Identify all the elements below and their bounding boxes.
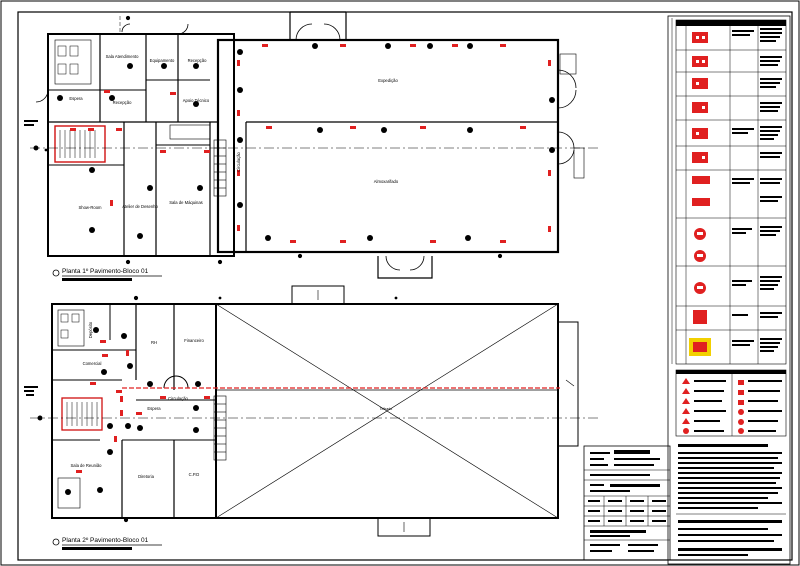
floor2-plan: [30, 285, 600, 537]
room-label: Show-Room: [78, 205, 102, 210]
room-label: Atelier de Desenho: [122, 204, 158, 209]
floor1-room-labels: Sala Atendimento Equipamento Recepção Es…: [69, 54, 399, 210]
room-label: Comercial: [83, 361, 102, 366]
floor1-warehouse-wall: [216, 38, 560, 254]
room-label: Circulação: [168, 396, 188, 401]
floor1-plan: [30, 11, 600, 279]
room-label: Almoxarifado: [374, 179, 399, 184]
floor1-safety-symbols: [57, 43, 555, 243]
room-label: Recepção: [188, 58, 208, 63]
room-label: Apoio Técnico: [183, 98, 210, 103]
floor2-safety-symbols: [65, 327, 210, 495]
room-label: Circulação: [236, 151, 241, 171]
floor1-left-block-wall: [47, 33, 235, 257]
room-label: C.P.D: [189, 472, 200, 477]
room-label: Telhado: [380, 407, 393, 411]
plan-title-floor2: Planta 2º Pavimento-Bloco 01: [62, 537, 149, 544]
sheet-inner-border: [17, 11, 793, 561]
legend-panel: [667, 15, 791, 565]
floor2-room-labels: Depósito RH Financeiro Comercial Circula…: [71, 321, 393, 479]
room-label: Sala de Reunião: [71, 463, 103, 468]
floor2-left-block-wall: [51, 303, 217, 519]
left-annotations: [24, 120, 38, 396]
plan-title-floor1: Planta 1º Pavimento-Bloco 01: [62, 268, 149, 275]
axis-markers: [44, 148, 398, 300]
room-label: Sala Atendimento: [106, 54, 139, 59]
room-label: Sala de Máquinas: [169, 200, 203, 205]
room-label: Financeiro: [184, 338, 204, 343]
room-label: Diretoria: [138, 474, 154, 479]
room-label: Recepção: [113, 100, 133, 105]
room-label: Expedição: [378, 78, 398, 83]
room-label: Espera: [69, 96, 83, 101]
title-block: [583, 445, 671, 561]
room-label: Equipamento: [150, 58, 175, 63]
room-label: Depósito: [88, 321, 93, 338]
room-label: Espera: [147, 406, 161, 411]
room-label: RH: [151, 340, 157, 345]
